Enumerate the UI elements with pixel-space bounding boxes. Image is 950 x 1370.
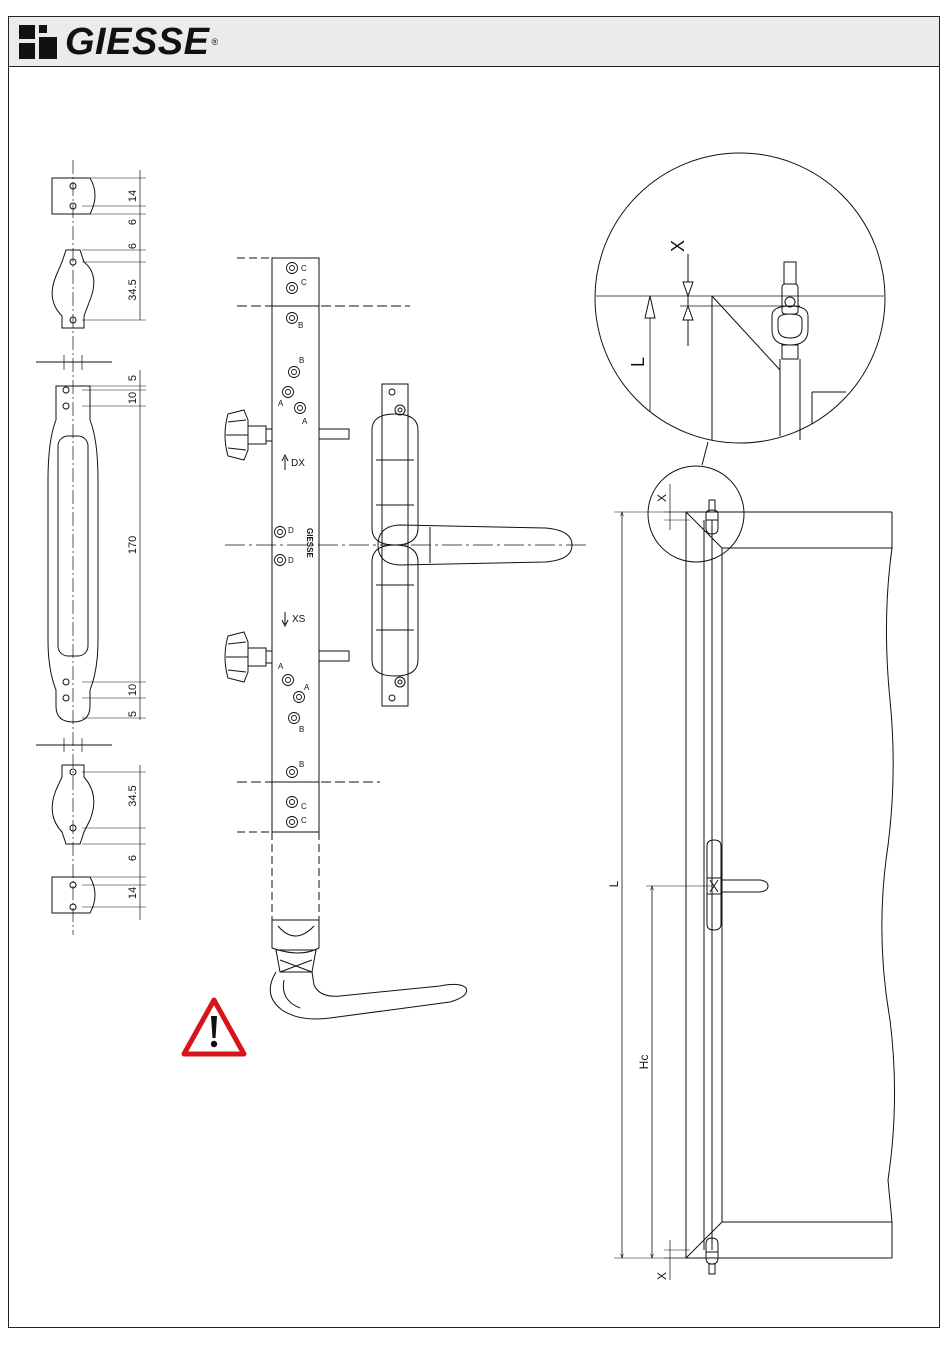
label-c-2: C	[301, 278, 307, 287]
label-d-1: D	[288, 526, 294, 535]
label-c-1: C	[301, 264, 307, 273]
label-dx: DX	[291, 458, 305, 469]
dim-170: 170	[127, 536, 139, 554]
dim-10-lower: 10	[127, 684, 139, 696]
elevation-label-hc: Hc	[637, 1055, 651, 1070]
label-c-4: C	[301, 816, 307, 825]
dim-6-top: 6	[127, 219, 139, 225]
dim-6-lower: 6	[127, 855, 139, 861]
dim-5-upper: 5	[127, 375, 139, 381]
dim-34-5-lower: 34.5	[127, 785, 139, 806]
label-b-1: B	[298, 321, 303, 330]
detail-view	[595, 153, 885, 465]
label-c-3: C	[301, 802, 307, 811]
dim-10-upper: 10	[127, 392, 139, 404]
label-b-2: B	[299, 356, 304, 365]
elevation-label-x-bottom: X	[655, 1272, 669, 1280]
detail-label-x: X	[668, 240, 688, 252]
window-elevation	[614, 466, 895, 1280]
elevation-label-l: L	[607, 880, 621, 887]
warning-triangle-icon	[184, 1000, 244, 1054]
dim-14-top: 14	[127, 190, 139, 202]
elevation-label-x-top: X	[655, 494, 669, 502]
detail-label-l: L	[628, 357, 648, 367]
brand-stamp: GIESSE	[305, 528, 314, 558]
dim-34-5-upper: 34.5	[127, 279, 139, 300]
label-xs: XS	[292, 614, 306, 625]
upper-knob	[225, 410, 349, 460]
dim-5-lower: 5	[127, 711, 139, 717]
label-d-2: D	[288, 556, 294, 565]
handle-side-view	[270, 920, 466, 1019]
label-a-1: A	[278, 399, 284, 408]
dim-6-upper: 6	[127, 243, 139, 249]
label-b-3: B	[299, 725, 304, 734]
dim-14-bottom: 14	[127, 887, 139, 899]
label-a-2: A	[302, 417, 308, 426]
label-b-4: B	[299, 760, 304, 769]
label-a-3: A	[278, 662, 284, 671]
label-a-4: A	[304, 683, 310, 692]
